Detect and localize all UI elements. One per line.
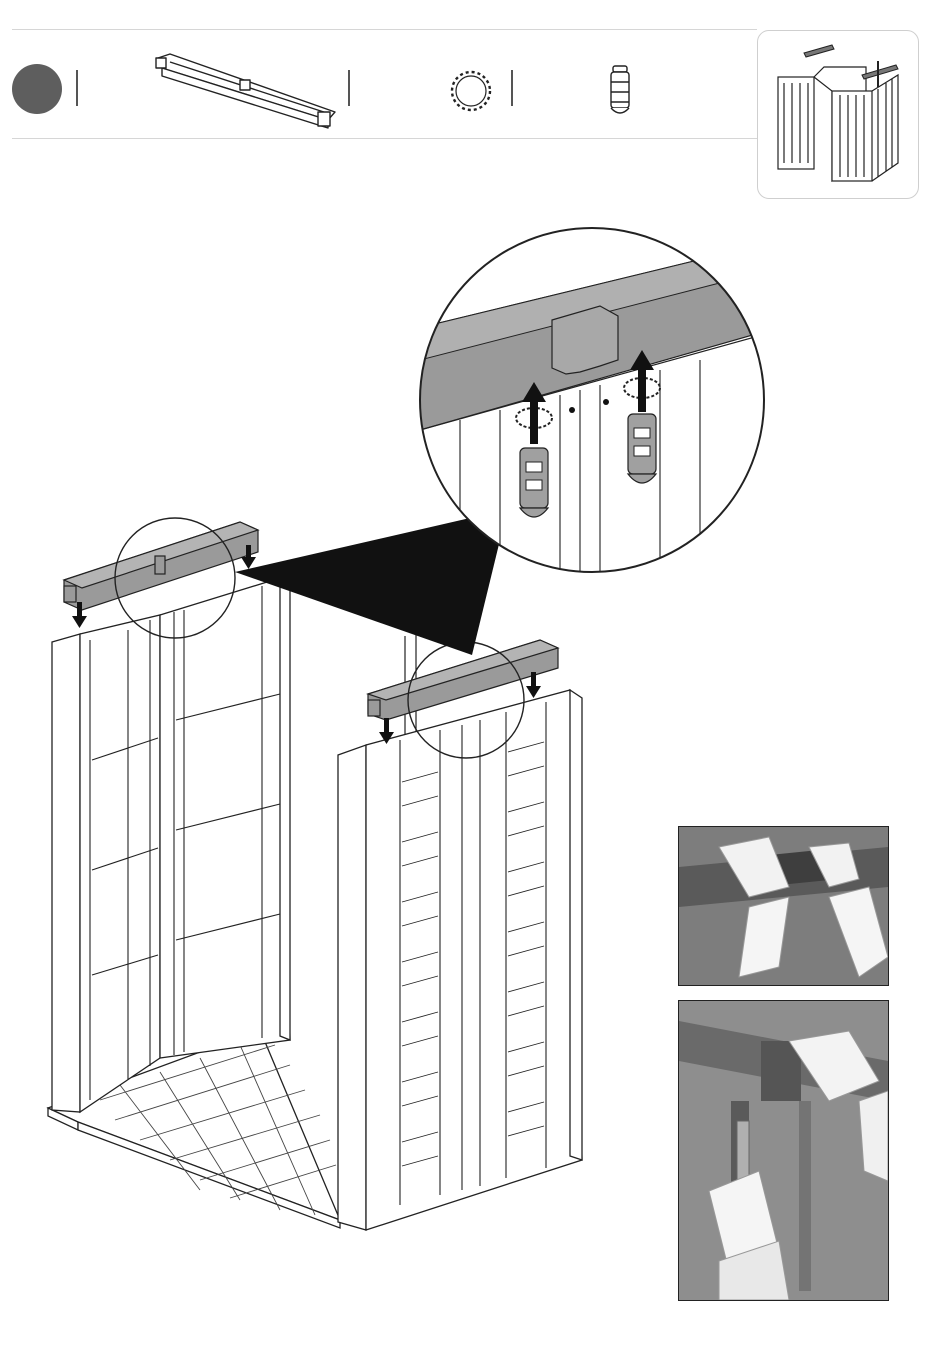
right-wall bbox=[338, 690, 582, 1230]
left-wall bbox=[52, 578, 290, 1112]
photo-inserting-plug bbox=[678, 1000, 889, 1301]
photo-placing-beam bbox=[678, 826, 889, 986]
